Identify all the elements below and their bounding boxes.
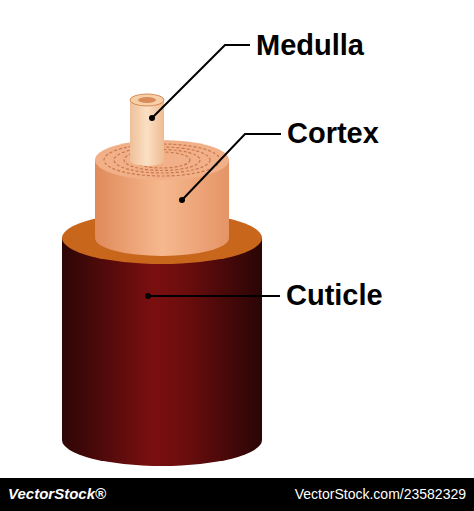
medulla-tube [130, 94, 164, 166]
watermark-strip [0, 478, 474, 511]
watermark: VectorStock.com/23582329 [295, 486, 466, 503]
leader-dots [145, 115, 185, 299]
leader-lines [148, 45, 281, 296]
part-label: Medulla [256, 28, 364, 63]
watermark: VectorStock® [8, 485, 106, 503]
part-label: Cuticle [286, 278, 383, 313]
part-label: Cortex [287, 116, 379, 151]
